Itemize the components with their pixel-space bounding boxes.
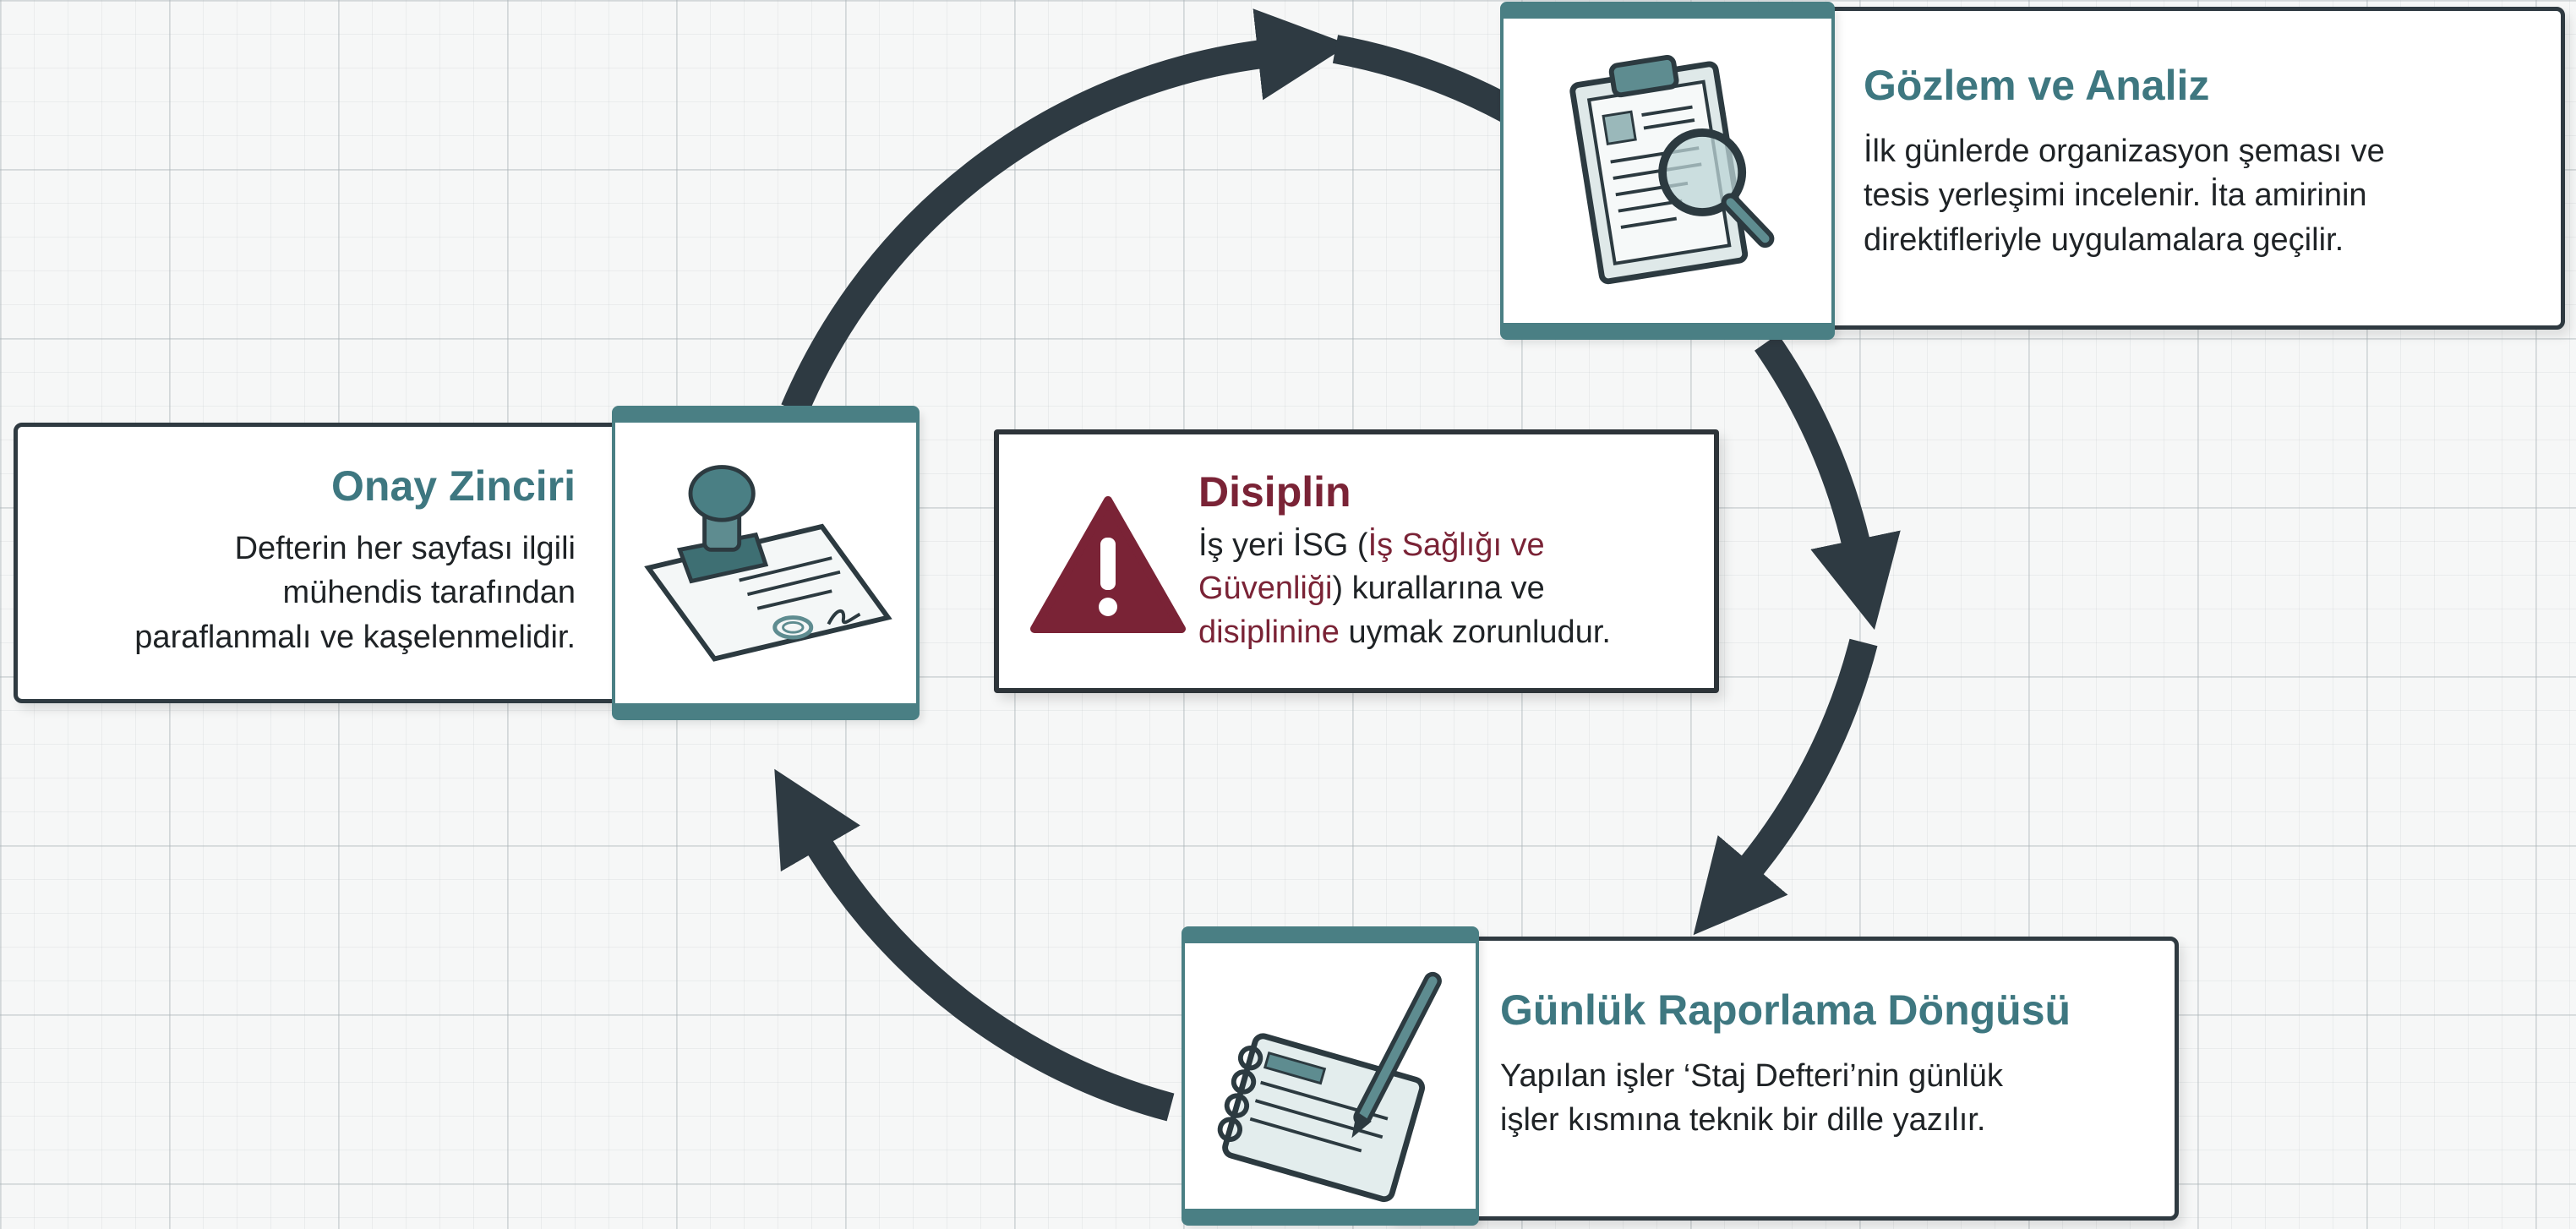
stamp-document-icon xyxy=(644,465,892,662)
discipline-line-1: İş yeri İSG (İş Sağlığı ve xyxy=(1198,527,1545,563)
approval-line-3: paraflanmalı ve kaşelenmelidir. xyxy=(134,619,576,655)
analysis-line-2: tesis yerleşimi incelenir. İta amirinin xyxy=(1864,178,2367,214)
report-description: Yapılan işler ‘Staj Defteri’nin günlük i… xyxy=(1500,1054,2154,1143)
arrow-report-to-approval xyxy=(774,768,1175,1122)
report-line-1: Yapılan işler ‘Staj Defteri’nin günlük xyxy=(1500,1058,2003,1094)
discipline-card: Disiplin İş yeri İSG (İş Sağlığı ve Güve… xyxy=(994,429,1719,693)
approval-line-2: mühendis tarafından xyxy=(282,575,576,611)
report-title: Günlük Raporlama Döngüsü xyxy=(1500,986,2071,1034)
approval-description: Defterin her sayfası ilgili mühendis tar… xyxy=(35,527,576,659)
approval-line-1: Defterin her sayfası ilgili xyxy=(234,531,576,566)
arrow-analysis-to-right xyxy=(1755,334,1901,631)
report-card: Günlük Raporlama Döngüsü Yapılan işler ‘… xyxy=(1386,937,2179,1221)
report-icon-frame xyxy=(1182,926,1479,1226)
analysis-line-3: direktifleriyle uygulamalara geçilir. xyxy=(1864,221,2344,258)
arrow-analysis-segment xyxy=(1332,35,1516,123)
arrow-right-to-report xyxy=(1693,638,1878,936)
report-line-2: işler kısmına teknik bir dille yazılır. xyxy=(1500,1102,1986,1139)
analysis-line-1: İlk günlerde organizasyon şeması ve xyxy=(1864,134,2385,169)
approval-card: Onay Zinciri Defterin her sayfası ilgili… xyxy=(14,423,664,703)
discipline-body: Disiplin İş yeri İSG (İş Sağlığı ve Güve… xyxy=(1198,467,1706,654)
approval-icon-frame xyxy=(612,406,920,720)
analysis-icon-frame xyxy=(1500,2,1835,340)
arrow-approval-to-analysis xyxy=(781,8,1350,416)
analysis-description: İlk günlerde organizasyon şeması ve tesi… xyxy=(1864,129,2541,262)
analysis-title: Gözlem ve Analiz xyxy=(1864,62,2210,109)
analysis-card: Gözlem ve Analiz İlk günlerde organizasy… xyxy=(1783,7,2565,330)
discipline-line-3: disiplinine uymak zorunludur. xyxy=(1198,614,1611,650)
discipline-title: Disiplin xyxy=(1198,468,1351,516)
clipboard-magnifier-icon xyxy=(1569,55,1775,285)
discipline-description: İş yeri İSG (İş Sağlığı ve Güvenliği) ku… xyxy=(1198,524,1706,654)
approval-title: Onay Zinciri xyxy=(331,462,576,510)
discipline-line-2: Güvenliği) kurallarına ve xyxy=(1198,571,1545,607)
warning-triangle-icon xyxy=(1030,496,1186,633)
notebook-pen-icon xyxy=(1217,971,1442,1203)
